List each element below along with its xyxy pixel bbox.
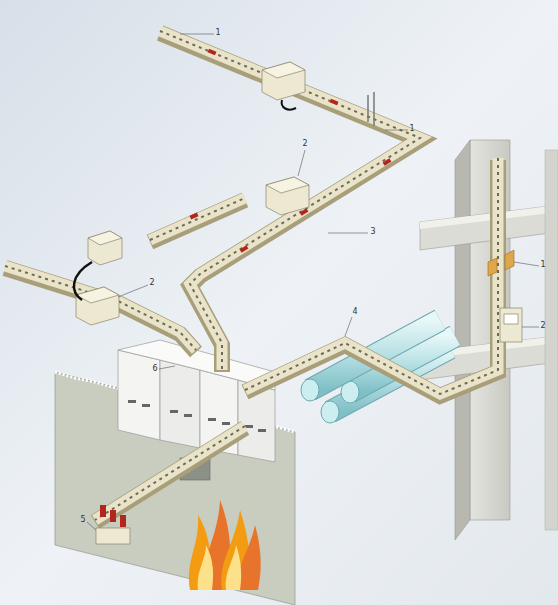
joint-markers xyxy=(100,49,391,527)
leader-lines xyxy=(87,34,539,530)
plug-in-units xyxy=(76,62,522,544)
cable xyxy=(74,262,92,300)
callout-number: 2 xyxy=(149,279,154,287)
callout-number: 3 xyxy=(370,228,375,236)
callout-number: 2 xyxy=(302,140,307,148)
hangers xyxy=(368,92,514,276)
callout-number: 5 xyxy=(80,516,85,524)
callout-number: 6 xyxy=(152,365,157,373)
callout-number: 1 xyxy=(409,125,414,133)
callout-number: 1 xyxy=(540,261,545,269)
fire-flames xyxy=(189,500,261,590)
callout-number: 2 xyxy=(540,322,545,330)
callout-number: 1 xyxy=(215,29,220,37)
busway xyxy=(5,31,498,522)
callout-number: 4 xyxy=(352,308,357,316)
cable xyxy=(282,100,296,110)
switchgear xyxy=(118,340,275,462)
